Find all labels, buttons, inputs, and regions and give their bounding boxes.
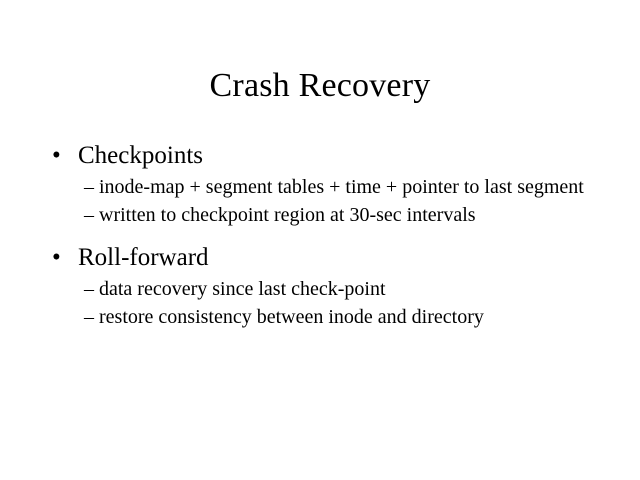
- bullet-level2-label: inode-map + segment tables + time + poin…: [99, 176, 584, 198]
- bullet-group-checkpoints: • Checkpoints – inode-map + segment tabl…: [0, 140, 640, 229]
- bullet-level2-restore-consistency: – restore consistency between inode and …: [0, 304, 640, 331]
- bullet-level2-checkpoint-region: – written to checkpoint region at 30-sec…: [0, 202, 640, 229]
- bullet-dash-icon: –: [84, 306, 94, 328]
- bullet-dash-icon: –: [84, 176, 94, 198]
- page-title: Crash Recovery: [209, 67, 431, 104]
- bullet-level2-data-recovery: – data recovery since last check-point: [0, 276, 640, 303]
- bullet-level2-label: written to checkpoint region at 30-sec i…: [99, 204, 476, 226]
- bullet-dash-icon: –: [84, 278, 94, 300]
- sub-bullet-list-checkpoints: – inode-map + segment tables + time + po…: [0, 174, 640, 229]
- bullet-level2-label: data recovery since last check-point: [99, 278, 386, 300]
- bullet-dot-icon: •: [52, 142, 61, 169]
- sub-bullet-list-roll-forward: – data recovery since last check-point –…: [0, 276, 640, 331]
- bullet-level1-roll-forward: • Roll-forward: [0, 242, 640, 274]
- bullet-level2-label: restore consistency between inode and di…: [99, 306, 484, 328]
- bullet-dot-icon: •: [52, 244, 61, 271]
- bullet-level1-label: Checkpoints: [78, 142, 203, 169]
- bullet-level1-checkpoints: • Checkpoints: [0, 140, 640, 172]
- bullet-dash-icon: –: [84, 204, 94, 226]
- bullet-group-roll-forward: • Roll-forward – data recovery since las…: [0, 242, 640, 331]
- bullet-level2-inode-map: – inode-map + segment tables + time + po…: [0, 174, 640, 201]
- slide-body: • Checkpoints – inode-map + segment tabl…: [0, 140, 640, 331]
- bullet-level1-label: Roll-forward: [78, 244, 209, 271]
